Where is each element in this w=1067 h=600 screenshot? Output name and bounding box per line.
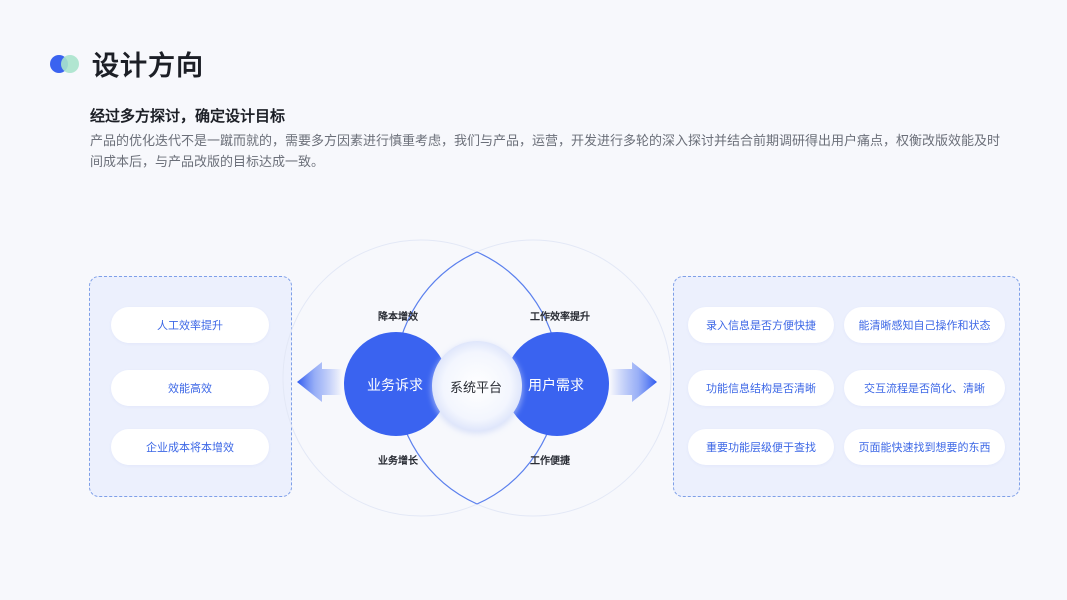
left-pill-item: 人工效率提升 xyxy=(111,307,269,343)
label-business-growth: 业务增长 xyxy=(378,456,418,467)
business-circle-label: 业务诉求 xyxy=(367,378,423,394)
title-row: 设计方向 xyxy=(50,44,204,83)
left-pill-item: 企业成本将本增效 xyxy=(111,429,269,465)
right-pill-item: 录入信息是否方便快捷 xyxy=(688,307,834,343)
business-circle xyxy=(344,332,448,436)
user-circle-label: 用户需求 xyxy=(528,378,584,394)
label-cost-efficiency: 降本增效 xyxy=(378,312,418,323)
arrow-left-icon xyxy=(297,362,342,402)
left-panel: 人工效率提升 效能高效 企业成本将本增效 xyxy=(89,276,292,497)
right-panel: 录入信息是否方便快捷 能清晰感知自己操作和状态 功能信息结构是否清晰 交互流程是… xyxy=(673,276,1020,497)
section-subtitle: 经过多方探讨，确定设计目标 xyxy=(90,107,286,125)
platform-circle xyxy=(432,341,522,431)
platform-label: 系统平台 xyxy=(450,381,503,396)
arrow-right-icon xyxy=(610,362,657,402)
label-work-convenience: 工作便捷 xyxy=(530,456,570,467)
left-pill-item: 效能高效 xyxy=(111,370,269,406)
page-title: 设计方向 xyxy=(92,51,204,82)
user-circle xyxy=(505,332,609,436)
right-pill-item: 功能信息结构是否清晰 xyxy=(688,370,834,406)
label-work-efficiency: 工作效率提升 xyxy=(530,312,590,323)
right-pill-item: 页面能快速找到想要的东西 xyxy=(844,429,1005,465)
right-pill-item: 能清晰感知自己操作和状态 xyxy=(844,307,1005,343)
section-description: 产品的优化迭代不是一蹴而就的，需要多方因素进行慎重考虑，我们与产品，运营，开发进… xyxy=(90,134,1001,170)
right-pill-item: 重要功能层级便于查找 xyxy=(688,429,834,465)
logo-dots-icon xyxy=(50,53,82,75)
right-pill-item: 交互流程是否简化、清晰 xyxy=(844,370,1005,406)
